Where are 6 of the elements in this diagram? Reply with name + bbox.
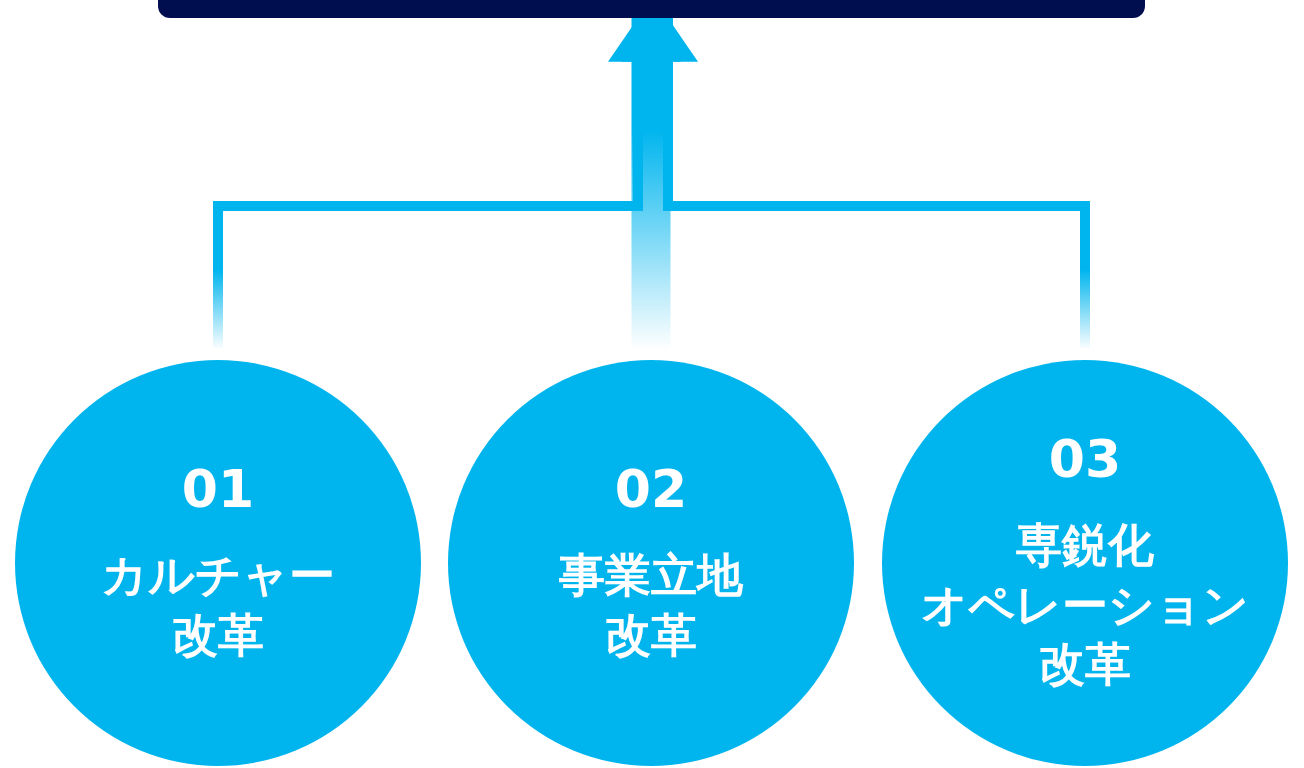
step-number: 03 [1048, 430, 1122, 488]
step-label: カルチャー改革 [101, 546, 335, 664]
step-number: 02 [614, 460, 688, 518]
step-label: 事業立地改革 [559, 546, 743, 664]
step-number: 01 [181, 460, 255, 518]
step-label: 専鋭化オペレーション改革 [921, 516, 1249, 694]
